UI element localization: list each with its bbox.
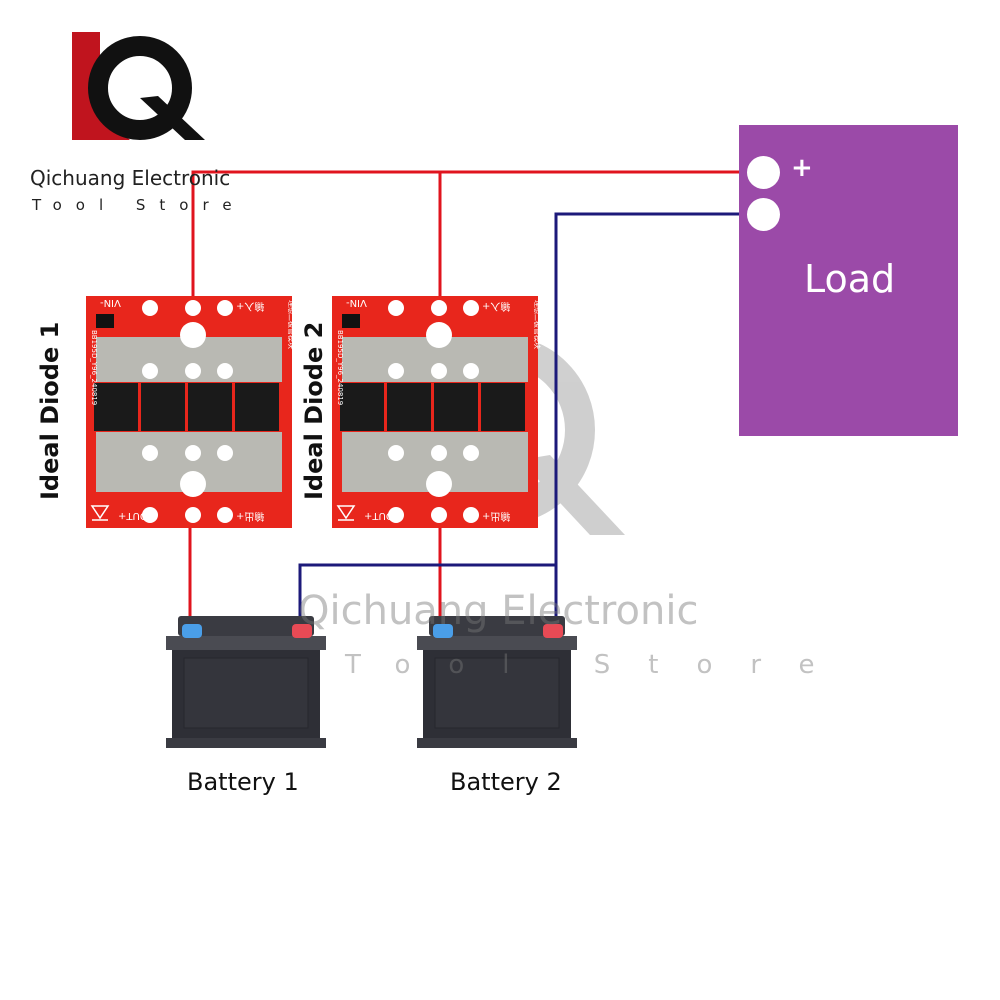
mosfet bbox=[434, 383, 478, 431]
mounting-hole bbox=[431, 363, 447, 379]
board2-in-plus: 输入+ bbox=[482, 300, 511, 311]
mosfet bbox=[481, 383, 525, 431]
mounting-hole bbox=[426, 322, 452, 348]
mounting-hole bbox=[142, 300, 158, 316]
load-box: + Load bbox=[739, 125, 958, 436]
mounting-hole bbox=[217, 507, 233, 523]
negative-terminal bbox=[433, 624, 453, 638]
mounting-hole bbox=[388, 507, 404, 523]
battery1-label: Battery 1 bbox=[187, 768, 299, 796]
battery-2 bbox=[417, 616, 577, 748]
board2-code: BB195D_Y96_240819 bbox=[336, 330, 344, 406]
mosfet bbox=[94, 383, 138, 431]
load-positive-terminal[interactable] bbox=[747, 156, 780, 189]
diode-symbol bbox=[336, 505, 356, 521]
mounting-hole bbox=[185, 300, 201, 316]
mounting-hole bbox=[463, 507, 479, 523]
battery-rim bbox=[417, 636, 577, 650]
wire-load-positive bbox=[191, 170, 752, 300]
board2-out-plus: 输出+ bbox=[482, 510, 511, 521]
ideal-diode-board-1 bbox=[86, 296, 292, 528]
battery-base bbox=[417, 738, 577, 748]
mounting-hole bbox=[388, 300, 404, 316]
controller-chip bbox=[96, 314, 114, 328]
controller-chip bbox=[342, 314, 360, 328]
board2-out: OUT+ bbox=[364, 510, 394, 521]
diode-symbol bbox=[90, 505, 110, 521]
load-negative-terminal[interactable] bbox=[747, 198, 780, 231]
positive-wires bbox=[188, 170, 752, 628]
board2-title: 理想二极管模块 bbox=[533, 300, 541, 349]
load-plus-sign: + bbox=[791, 153, 813, 183]
battery-1 bbox=[166, 616, 326, 748]
battery-panel bbox=[434, 657, 560, 729]
brand-tagline: Tool Store bbox=[32, 196, 246, 214]
mounting-hole bbox=[463, 363, 479, 379]
board1-out-plus: 输出+ bbox=[236, 510, 265, 521]
battery-rim bbox=[166, 636, 326, 650]
wire-battery1-negative bbox=[298, 563, 556, 628]
watermark-name: Qichuang Electronic bbox=[298, 588, 699, 634]
mounting-hole bbox=[431, 507, 447, 523]
mosfet bbox=[235, 383, 279, 431]
mounting-hole bbox=[217, 445, 233, 461]
mounting-hole bbox=[185, 507, 201, 523]
mounting-hole bbox=[185, 445, 201, 461]
diode1-label: Ideal Diode 1 bbox=[36, 321, 64, 500]
mounting-hole bbox=[217, 300, 233, 316]
mounting-hole bbox=[217, 363, 233, 379]
mounting-hole bbox=[431, 300, 447, 316]
board2-vin: VIN- bbox=[346, 297, 367, 308]
watermark-tagline: Tool Store bbox=[345, 650, 853, 680]
negative-wires bbox=[298, 212, 752, 628]
mosfet bbox=[188, 383, 232, 431]
mounting-hole bbox=[142, 445, 158, 461]
battery2-label: Battery 2 bbox=[450, 768, 562, 796]
brand-name: Qichuang Electronic bbox=[30, 166, 231, 190]
mounting-hole bbox=[180, 471, 206, 497]
mounting-hole bbox=[180, 322, 206, 348]
board1-title: 理想二极管模块 bbox=[287, 300, 295, 349]
mounting-hole bbox=[431, 445, 447, 461]
mounting-hole bbox=[463, 300, 479, 316]
mounting-hole bbox=[426, 471, 452, 497]
positive-terminal bbox=[543, 624, 563, 638]
board1-out: OUT+ bbox=[118, 510, 148, 521]
mounting-hole bbox=[142, 363, 158, 379]
mosfet bbox=[340, 383, 384, 431]
mounting-hole bbox=[388, 363, 404, 379]
board1-in-plus: 输入+ bbox=[236, 300, 265, 311]
battery-lid bbox=[178, 616, 314, 636]
mounting-hole bbox=[463, 445, 479, 461]
mounting-hole bbox=[142, 507, 158, 523]
ideal-diode-board-2 bbox=[332, 296, 538, 528]
battery-lid bbox=[429, 616, 565, 636]
mosfet bbox=[141, 383, 185, 431]
board1-code: BB195D_Y96_240819 bbox=[90, 330, 98, 406]
battery-base bbox=[166, 738, 326, 748]
board1-vin: VIN- bbox=[100, 297, 121, 308]
negative-terminal bbox=[182, 624, 202, 638]
battery-panel bbox=[183, 657, 309, 729]
load-label: Load bbox=[804, 257, 896, 301]
mosfet bbox=[387, 383, 431, 431]
wire-load-negative bbox=[554, 212, 752, 628]
diode2-label: Ideal Diode 2 bbox=[300, 321, 328, 500]
mounting-hole bbox=[185, 363, 201, 379]
logo bbox=[72, 32, 205, 140]
positive-terminal bbox=[292, 624, 312, 638]
mounting-hole bbox=[388, 445, 404, 461]
